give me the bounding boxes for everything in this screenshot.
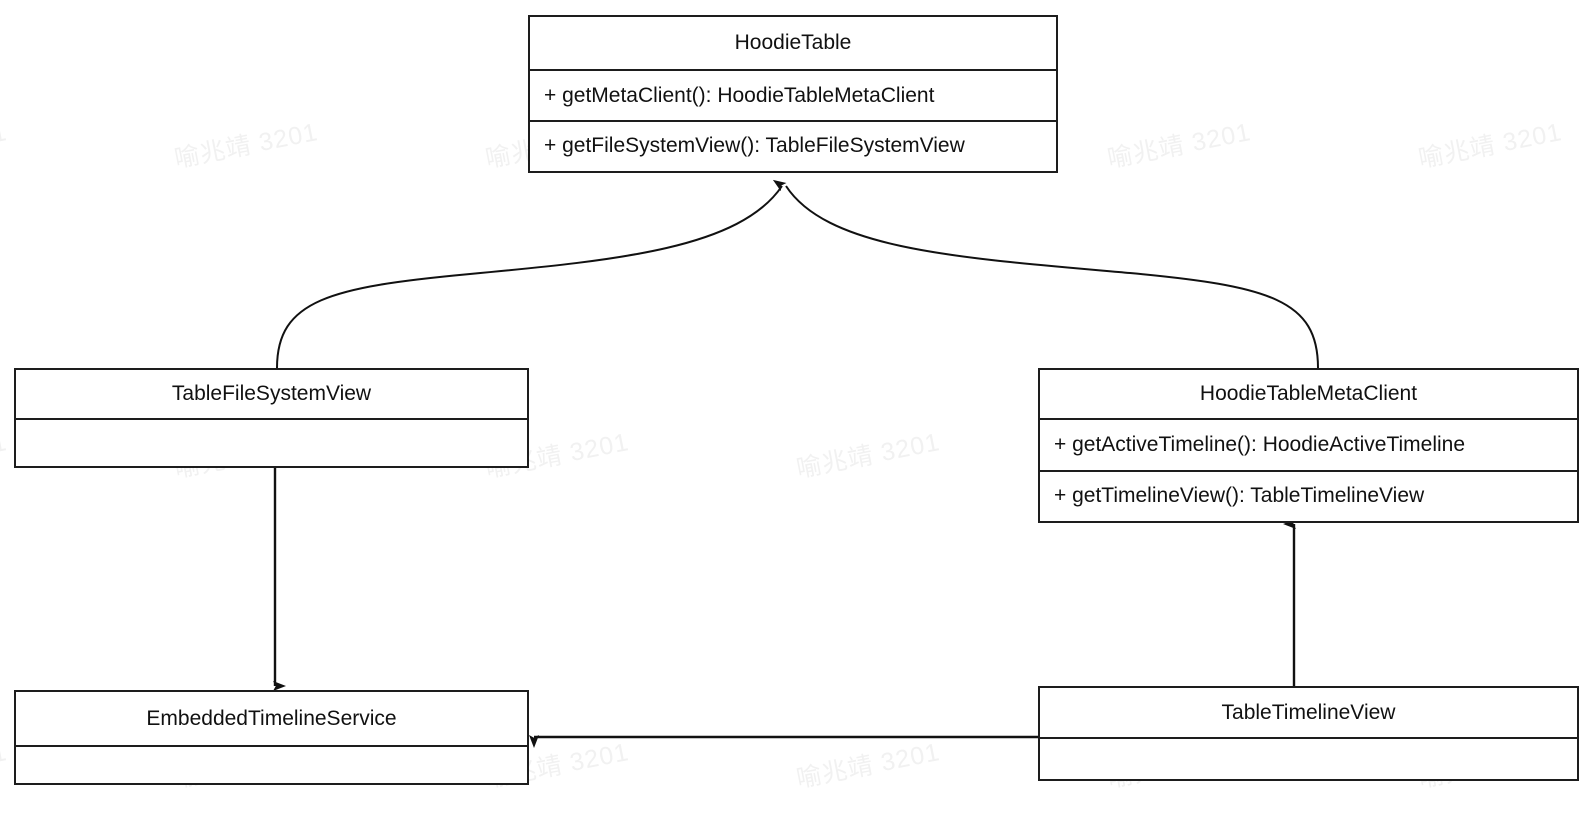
class-name-hoodie-table: HoodieTable	[530, 17, 1056, 71]
class-members-table-timeline-view	[1040, 739, 1577, 779]
watermark-text: 喻兆靖 3201	[172, 118, 321, 174]
class-name-embedded-timeline-service: EmbeddedTimelineService	[16, 692, 527, 747]
class-members-embedded-timeline-service	[16, 747, 527, 783]
edge-fsview-to-hoodietable	[276, 179, 787, 369]
watermark-text: 喻兆靖 3201	[1416, 118, 1565, 174]
watermark-text: 喻兆靖 3201	[794, 428, 943, 484]
class-name-table-file-system-view: TableFileSystemView	[16, 370, 527, 420]
class-member: + getMetaClient(): HoodieTableMetaClient	[544, 83, 935, 107]
class-box-hoodie-table-meta-client[interactable]: HoodieTableMetaClient + getActiveTimelin…	[1038, 368, 1579, 523]
watermark-text: 喻兆靖 3201	[0, 738, 10, 793]
watermark-text: 喻兆靖 3201	[1105, 118, 1254, 174]
class-members-table-file-system-view	[16, 420, 527, 466]
class-member: + getActiveTimeline(): HoodieActiveTimel…	[1054, 433, 1466, 456]
class-box-embedded-timeline-service[interactable]: EmbeddedTimelineService	[14, 690, 529, 785]
class-name-table-timeline-view: TableTimelineView	[1040, 688, 1577, 739]
class-box-table-file-system-view[interactable]: TableFileSystemView	[14, 368, 529, 468]
class-member: + getFileSystemView(): TableFileSystemVi…	[530, 120, 1056, 169]
watermark-text: 喻兆靖 3201	[794, 738, 943, 794]
class-name-hoodie-table-meta-client: HoodieTableMetaClient	[1040, 370, 1577, 420]
watermark-text: 喻兆靖 3201	[0, 118, 10, 173]
class-members-hoodie-table: + getMetaClient(): HoodieTableMetaClient…	[530, 71, 1056, 169]
watermark-text: 喻兆靖 3201	[0, 428, 10, 483]
class-box-table-timeline-view[interactable]: TableTimelineView	[1038, 686, 1579, 781]
edge-metaclient-to-hoodietable	[785, 185, 1319, 369]
class-member: + getTimelineView(): TableTimelineView	[1040, 470, 1577, 520]
class-box-hoodie-table[interactable]: HoodieTable + getMetaClient(): HoodieTab…	[528, 15, 1058, 173]
class-members-hoodie-table-meta-client: + getActiveTimeline(): HoodieActiveTimel…	[1040, 420, 1577, 520]
